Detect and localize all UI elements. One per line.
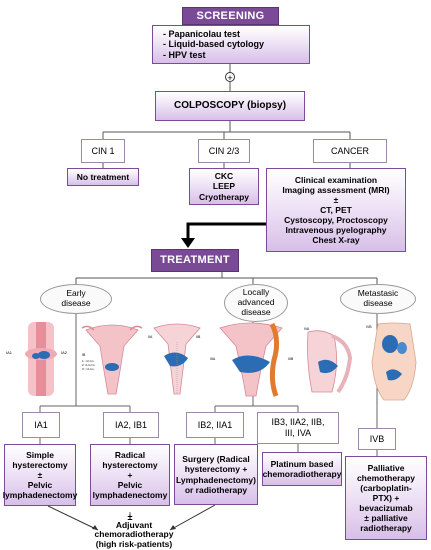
arrow-cancer-to-treatment xyxy=(186,222,266,240)
treatment-line: radiotherapy xyxy=(360,523,412,534)
treatment-line: Pelvic xyxy=(27,480,53,490)
category-line: Locally xyxy=(242,287,270,298)
plus-circle-icon: + xyxy=(225,72,235,83)
screening-test-item: Papanicolau test xyxy=(163,29,264,40)
adjuvant-line: Adjuvant xyxy=(115,519,153,530)
label-iva: IVA xyxy=(304,327,310,331)
cancer-label: CANCER xyxy=(313,139,387,163)
arrow-head-treatment xyxy=(181,238,195,248)
simple-hysterectomy-box: Simple hysterectomy ± Pelvic lymphadenec… xyxy=(2,444,78,506)
category-line: disease xyxy=(241,306,271,317)
treatment-line: (carboplatin- xyxy=(360,482,412,493)
treatment-line: ± xyxy=(37,469,43,480)
treatment-line: PTX) + xyxy=(372,492,400,503)
label-ib-size-3: 3: >4 cm xyxy=(82,367,94,371)
cin23-action: CKC xyxy=(214,171,234,182)
label-ib-size-2: 2: 2-4 cm xyxy=(82,363,95,367)
adjuvant-line: (high risk-patients) xyxy=(95,538,173,549)
stage-ib-illustration: IB 1: <2 cm 2: 2-4 cm 3: >4 cm xyxy=(81,324,143,395)
platinum-chemoradiotherapy-box: Platinum based chemoradiotherapy xyxy=(262,452,342,486)
cin23-label: CIN 2/3 xyxy=(198,139,250,163)
cin23-action: LEEP xyxy=(212,181,236,192)
label-ia2: IA2 xyxy=(61,350,68,355)
treatment-line: Pelvic xyxy=(117,480,143,490)
adjuvant-chemoradiotherapy-label: Adjuvant chemoradiotherapy (high risk-pa… xyxy=(92,520,176,550)
treatment-line: lymphadenectomy xyxy=(2,490,78,501)
category-line: disease xyxy=(61,298,91,308)
stage-line: IB3, IIA2, IIB, xyxy=(271,416,325,427)
label-ivb-illus: IVB xyxy=(366,325,372,329)
treatment-line: chemoradiotherapy xyxy=(262,469,342,479)
treatment-line: Simple xyxy=(26,449,54,460)
cancer-workup-item: Intravenous pyelography xyxy=(285,225,387,236)
arrow-head-1 xyxy=(92,525,98,530)
surgery-or-radiotherapy-box: Surgery (Radical hysterectomy + Lymphade… xyxy=(174,444,258,505)
treatment-line: + xyxy=(127,469,133,480)
cancer-workup-box: Clinical examination Imaging assessment … xyxy=(266,168,406,252)
treatment-line: Radical xyxy=(114,449,146,460)
cancer-workup-item: CT, PET xyxy=(320,204,352,215)
label-iiib: IIIB xyxy=(288,357,294,361)
cin23-action: Cryotherapy xyxy=(198,191,250,202)
category-line: disease xyxy=(363,298,393,308)
screening-test-list: Papanicolau test Liquid-based cytology H… xyxy=(153,29,265,61)
cancer-workup-item: Chest X-ray xyxy=(312,235,360,246)
stage-ia1-box: IA1 xyxy=(22,412,60,438)
stage-ivb-box: IVB xyxy=(358,428,396,450)
treatment-line: ± palliative xyxy=(364,513,408,524)
treatment-line: bevacizumab xyxy=(359,503,413,513)
category-line: Early xyxy=(66,288,86,299)
stage-ia2-ib1-box: IA2, IB1 xyxy=(103,412,159,438)
arrow-simple-adjuvant xyxy=(47,505,99,531)
stage-ib2-iia1-box: IB2, IIA1 xyxy=(186,412,244,438)
treatment-title: TREATMENT xyxy=(151,249,239,272)
cancer-workup-item: Imaging assessment (MRI) xyxy=(282,184,390,195)
treatment-line: Palliative xyxy=(367,462,405,473)
plus-minus-sign: ± xyxy=(127,512,133,522)
treatment-line: lymphadenectomy xyxy=(92,490,168,501)
cin23-treatment-box: CKC LEEP Cryotherapy xyxy=(189,168,259,205)
label-ib: IB xyxy=(82,353,86,357)
treatment-line: or radiotherapy xyxy=(184,484,248,495)
label-iib: IIB xyxy=(196,335,201,339)
adjuvant-line: chemoradiotherapy xyxy=(94,529,174,540)
screening-tests-box: Papanicolau test Liquid-based cytology H… xyxy=(152,25,310,64)
stage-ia1-illustration: IA1 IA2 xyxy=(6,322,68,396)
category-line: advanced xyxy=(237,297,275,308)
arrow-head-2 xyxy=(170,525,176,530)
stage-iia-iib-illustration: IIA IIB xyxy=(148,323,201,395)
stage-ib3-group-box: IB3, IIA2, IIB, III, IVA xyxy=(257,412,339,444)
stage-iva-illustration: IVA xyxy=(304,327,353,394)
stage-ivb-illustration: IVB xyxy=(366,322,417,401)
cancer-workup-item: Cystoscopy, Proctoscopy xyxy=(284,215,388,225)
stage-iii-illustration: IIIA IIIB xyxy=(210,322,294,397)
palliative-treatment-box: Palliative chemotherapy (carboplatin- PT… xyxy=(345,456,427,540)
label-ib-size-1: 1: <2 cm xyxy=(82,359,94,363)
screening-test-item: Liquid-based cytology xyxy=(163,39,265,50)
treatment-line: Surgery (Radical xyxy=(182,454,250,465)
screening-test-item: HPV test xyxy=(163,50,264,61)
treatment-line: hysterectomy + xyxy=(184,464,248,475)
treatment-line: chemotherapy xyxy=(356,472,416,483)
stage-line: III, IVA xyxy=(284,428,312,438)
screening-title: SCREENING xyxy=(182,7,279,25)
cancer-workup-item: Clinical examination xyxy=(294,174,378,185)
no-treatment-box: No treatment xyxy=(67,168,139,186)
cancer-workup-item: ± xyxy=(333,194,339,205)
colposcopy-box: COLPOSCOPY (biopsy) xyxy=(155,91,305,121)
treatment-line: Platinum based xyxy=(270,458,334,469)
arrow-surgery-adjuvant xyxy=(169,504,216,531)
label-iiia: IIIA xyxy=(210,357,216,361)
radical-hysterectomy-box: Radical hysterectomy + Pelvic lymphadene… xyxy=(90,444,170,506)
label-ia1: IA1 xyxy=(6,350,13,355)
category-line: Metastasic xyxy=(357,288,399,299)
treatment-line: hysterectomy xyxy=(12,459,68,470)
label-iia: IIA xyxy=(148,335,153,339)
treatment-line: hysterectomy xyxy=(102,459,158,470)
cin1-label: CIN 1 xyxy=(81,139,125,163)
treatment-line: Lymphadenectomy) xyxy=(176,474,256,485)
